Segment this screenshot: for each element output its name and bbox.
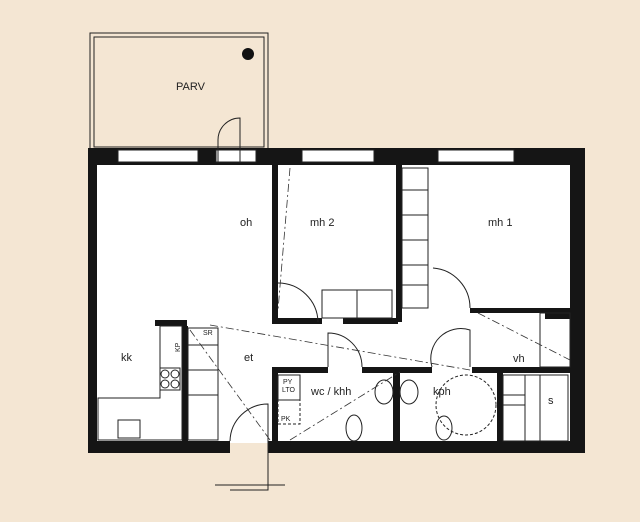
dashed-lines (189, 167, 571, 441)
fixture-label-sr: SR (203, 330, 213, 337)
shower-icon (435, 374, 497, 436)
basin-icon (374, 379, 394, 405)
interior-walls (155, 165, 570, 442)
drain-icon (242, 48, 254, 60)
room-label-bedroom2: mh 2 (310, 217, 334, 229)
fixture-label-kp: KP (175, 342, 182, 352)
room-label-wc: wc / khh (310, 386, 351, 398)
room-label-balcony: PARV (176, 81, 206, 93)
kitchen-counter (97, 325, 183, 441)
sanitary (277, 374, 497, 442)
windows (117, 149, 515, 163)
stove-icon (159, 367, 181, 391)
toilet-icon (345, 414, 363, 442)
fixture-label-lto: LTO (282, 387, 296, 394)
room-label-kitchen: kk (121, 352, 133, 364)
sink-icon (117, 419, 141, 439)
basin-icon (399, 379, 419, 405)
room-label-living: oh (240, 217, 252, 229)
sauna-benches (502, 374, 569, 442)
wardrobes (187, 167, 571, 441)
room-label-sauna: s (548, 395, 554, 407)
room-label-bedroom1: mh 1 (488, 217, 512, 229)
room-label-hall: et (244, 352, 253, 364)
fixture-label-pk: PK (281, 416, 291, 423)
toilet-icon (435, 415, 453, 441)
room-label-wardrobe: vh (513, 353, 525, 365)
fixture-label-py: PY (283, 379, 293, 386)
doors (215, 117, 471, 491)
room-label-bathroom: kph (433, 386, 451, 398)
